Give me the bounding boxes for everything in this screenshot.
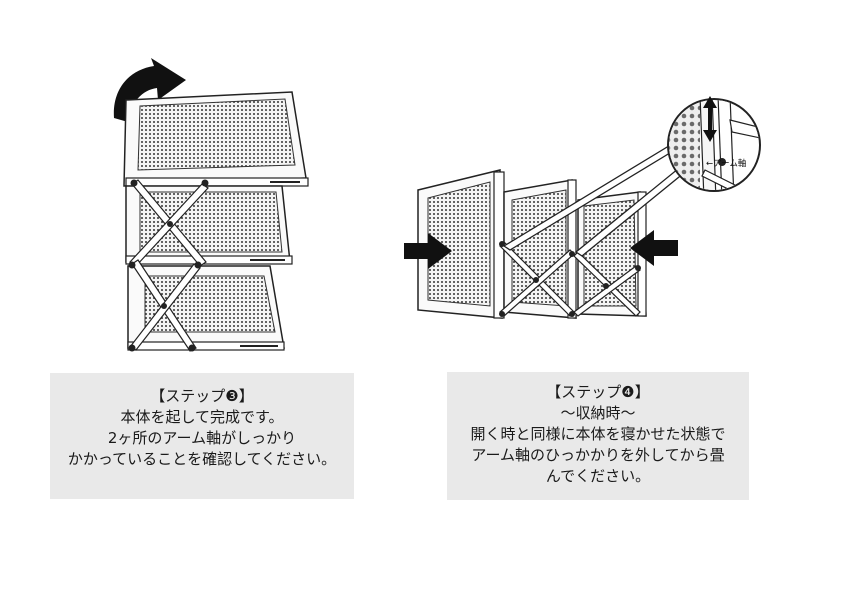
step4-line-3: んでください。 (545, 467, 651, 485)
step4-line-2: アーム軸のひっかかりを外してから畳 (471, 446, 725, 464)
folded-arm-joints (499, 241, 641, 317)
push-arrow-right-icon (630, 230, 678, 266)
zoom-callout-circle: ←アーム軸 (667, 96, 761, 192)
double-arrow-icon (703, 96, 717, 142)
arm-axis-label: ←アーム軸 (706, 158, 746, 169)
folded-panel-front (417, 169, 505, 319)
step4-title: 【ステップ❹】 (546, 383, 650, 401)
step3-line-3: かかっていることを確認してください。 (67, 450, 337, 468)
step3-line-1: 本体を起して完成です。 (120, 408, 284, 426)
step3-caption-box: 【ステップ❸】 本体を起して完成です。 2ヶ所のアーム軸がしっかり かかっている… (50, 373, 354, 499)
step4-subtitle: 〜収納時〜 (560, 404, 636, 422)
step3-illustration (113, 58, 309, 352)
arm-pivot-joints (128, 179, 209, 352)
step4-line-1: 開く時と同様に本体を寝かせた状態で (470, 425, 726, 443)
folded-panel-middle (503, 179, 577, 319)
push-arrow-left-icon (404, 233, 452, 269)
step4-illustration: ←アーム軸 (404, 96, 761, 319)
bottom-shelf-panel (127, 265, 285, 351)
step3-line-2: 2ヶ所のアーム軸がしっかり (107, 429, 297, 447)
step4-caption-box: 【ステップ❹】 〜収納時〜 開く時と同様に本体を寝かせた状態で アーム軸のひっか… (447, 372, 749, 500)
step3-title: 【ステップ❸】 (150, 387, 254, 405)
top-shelf-panel (123, 91, 309, 187)
